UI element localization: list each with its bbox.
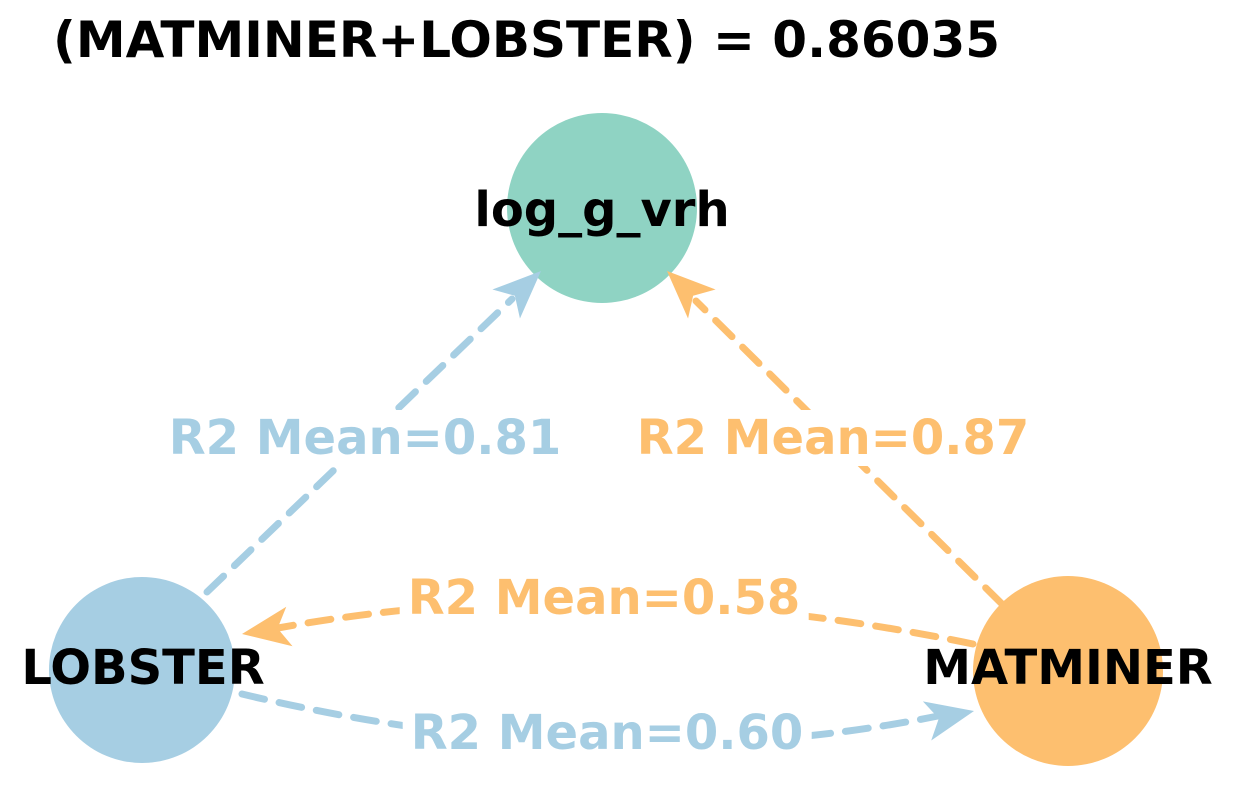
node-label-matminer: MATMINER <box>923 640 1213 696</box>
edge-label-r2-lobster-loggvrh: R2 Mean=0.81 <box>160 410 570 466</box>
node-label-lobster: LOBSTER <box>21 640 265 696</box>
edge-label-r2-lobster-matminer: R2 Mean=0.60 <box>402 705 812 761</box>
node-matminer <box>973 576 1163 766</box>
edge-label-r2-matminer-loggvrh: R2 Mean=0.87 <box>628 410 1038 466</box>
arrowhead-lobster-to-matminer-icon <box>922 701 974 741</box>
node-label-log-g-vrh: log_g_vrh <box>474 182 730 238</box>
edge-label-r2-matminer-lobster: R2 Mean=0.58 <box>399 570 809 626</box>
figure-title: (MATMINER+LOBSTER) = 0.86035 <box>53 11 1001 69</box>
node-lobster <box>49 577 235 763</box>
